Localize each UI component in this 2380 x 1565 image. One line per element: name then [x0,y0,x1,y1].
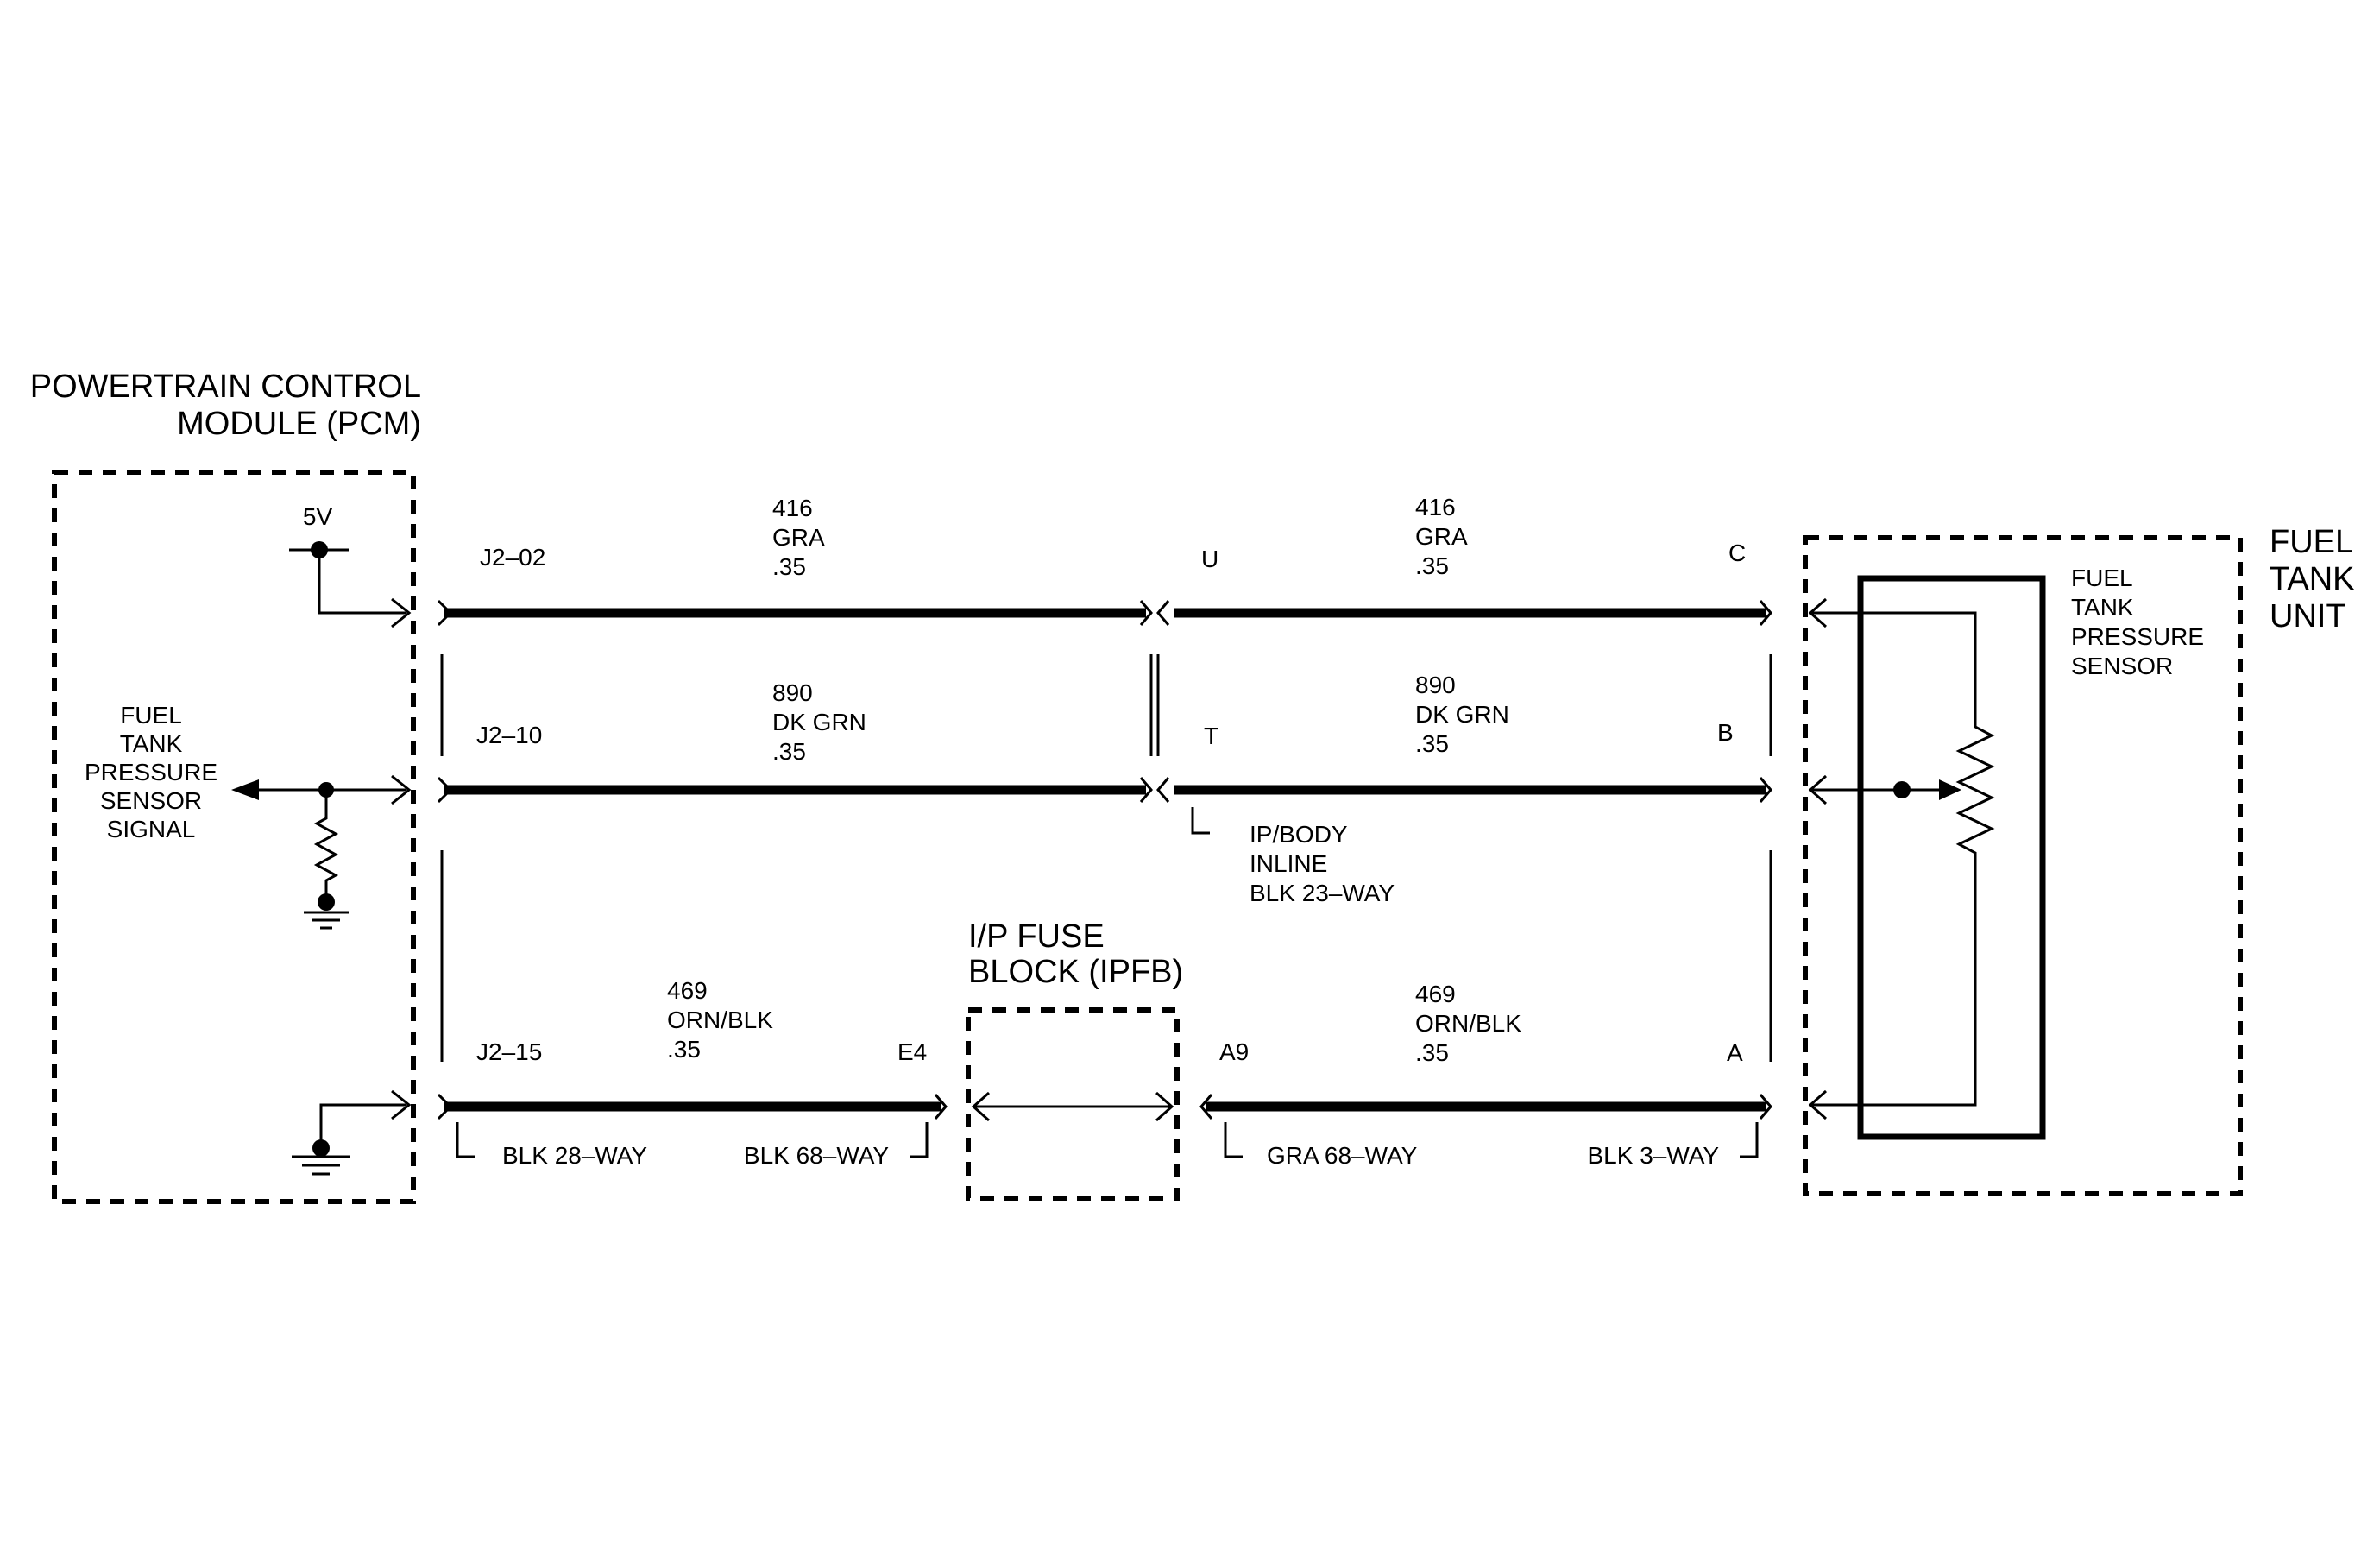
sensor-connector-leader [1740,1122,1759,1158]
sensor-signal-node [1893,781,1911,798]
c416-right-pin: C [1728,540,1746,566]
c469-ipfb-in [934,1094,948,1120]
fuel-tank-unit-title-line2: TANK [2270,561,2355,597]
c469-right-start-pin: A9 [1219,1038,1249,1065]
sensor-pin-c-arrow [1808,597,1827,628]
c890-inline-male [1139,777,1153,803]
sensor-low-trace [1809,863,1977,1107]
ipfb-right-connector-label: GRA 68–WAY [1267,1142,1418,1169]
c890-mid-pin: T [1204,723,1218,749]
ipfb-right-connector-leader [1224,1122,1243,1158]
c416-left-pin: J2–02 [480,544,545,571]
c469-right-color: ORN/BLK [1415,1010,1521,1037]
c890-left-end [437,776,453,804]
fuel-tank-unit-title-line1: FUEL [2270,524,2353,560]
c890-right-end [1759,777,1772,803]
c469-right-gauge: .35 [1415,1039,1449,1066]
c890-left-number: 890 [772,679,813,706]
ipfb-left-connector-leader [910,1122,929,1158]
pcm-title-line1: POWERTRAIN CONTROL [30,369,421,405]
pcm-pin-arrow-2 [391,774,412,805]
c416-mid-pin: U [1201,546,1218,572]
c469-right-end [1759,1094,1772,1120]
pcm-signal-line2: TANK [120,730,183,757]
c416-inline-male [1139,600,1153,626]
sensor-label-line1: FUEL [2071,565,2133,591]
c469-ipfb-out [1199,1094,1213,1120]
c416-right-end [1759,600,1772,626]
ground-trace [319,1103,406,1148]
c416-right-gauge: .35 [1415,552,1449,579]
c890-right-color: DK GRN [1415,701,1509,728]
sensor-connector-label: BLK 3–WAY [1587,1142,1719,1169]
c890-right-pin: B [1717,719,1734,746]
sensor-pin-b-arrow [1808,774,1827,805]
ipfb-enclosure [966,1007,1180,1201]
wiper-arrow-icon [1939,779,1961,800]
inline-connector-leader [1191,807,1210,835]
sensor-label-line3: PRESSURE [2071,623,2204,650]
pcm-connector-label: BLK 28–WAY [502,1142,647,1169]
pcm-enclosure [52,470,416,1204]
inline-connector-line1: IP/BODY [1250,821,1348,848]
pcm-pin-arrow-1 [391,597,412,628]
c469-left-color: ORN/BLK [667,1007,773,1033]
supply-trace [318,550,406,615]
pcm-pin-arrow-3 [391,1089,412,1120]
pullup-resistor [313,790,339,902]
pcm-supply-label: 5V [303,503,333,530]
c416-left-color: GRA [772,524,825,551]
c469-left-pin: J2–15 [476,1038,542,1065]
ipfb-title-line2: BLOCK (IPFB) [968,954,1183,990]
c890-right-gauge: .35 [1415,730,1449,757]
pcm-title-line2: MODULE (PCM) [177,406,421,442]
inline-connector-line3: BLK 23–WAY [1250,880,1395,906]
c890-left-gauge: .35 [772,738,806,765]
pcm-connector-leader [456,1122,475,1158]
fuel-tank-unit-title-line3: UNIT [2270,598,2346,634]
ipfb-left-connector-label: BLK 68–WAY [744,1142,889,1169]
ipfb-title-line1: I/P FUSE [968,918,1105,955]
sensor-potentiometer [1955,716,1995,863]
c416-left-number: 416 [772,495,813,521]
pcm-signal-line4: SENSOR [100,787,202,814]
resistor-ground-node [318,893,335,911]
c890-left-pin: J2–10 [476,722,542,748]
c469-left-gauge: .35 [667,1036,701,1063]
pcm-signal-line1: FUEL [120,702,182,729]
c469-right-pin: A [1727,1039,1743,1066]
inline-connector-line2: INLINE [1250,850,1327,877]
c890-right-number: 890 [1415,672,1456,698]
c469-right-number: 469 [1415,981,1456,1007]
sensor-label-line4: SENSOR [2071,653,2173,679]
pcm-signal-line5: SIGNAL [107,816,196,842]
c416-inline-female [1156,600,1170,626]
ipfb-left-arrow [971,1091,990,1122]
sensor-pin-a-arrow [1808,1089,1827,1120]
c416-right-number: 416 [1415,494,1456,521]
ipfb-right-arrow [1155,1091,1174,1122]
c469-left-number: 469 [667,977,708,1004]
c416-left-gauge: .35 [772,553,806,580]
c890-left-color: DK GRN [772,709,866,735]
c469-left-end-pin: E4 [897,1038,927,1065]
pressure-sensor-box [1857,575,2046,1140]
c416-left-end [437,599,453,627]
fuel-tank-unit-enclosure [1803,535,2243,1196]
c416-right-color: GRA [1415,523,1468,550]
c890-inline-female [1156,777,1170,803]
pcm-signal-line3: PRESSURE [85,759,217,786]
sensor-ref-trace [1809,611,1977,716]
signal-arrowhead [231,779,259,800]
sensor-label-line2: TANK [2071,594,2134,621]
c469-left-end [437,1093,453,1120]
